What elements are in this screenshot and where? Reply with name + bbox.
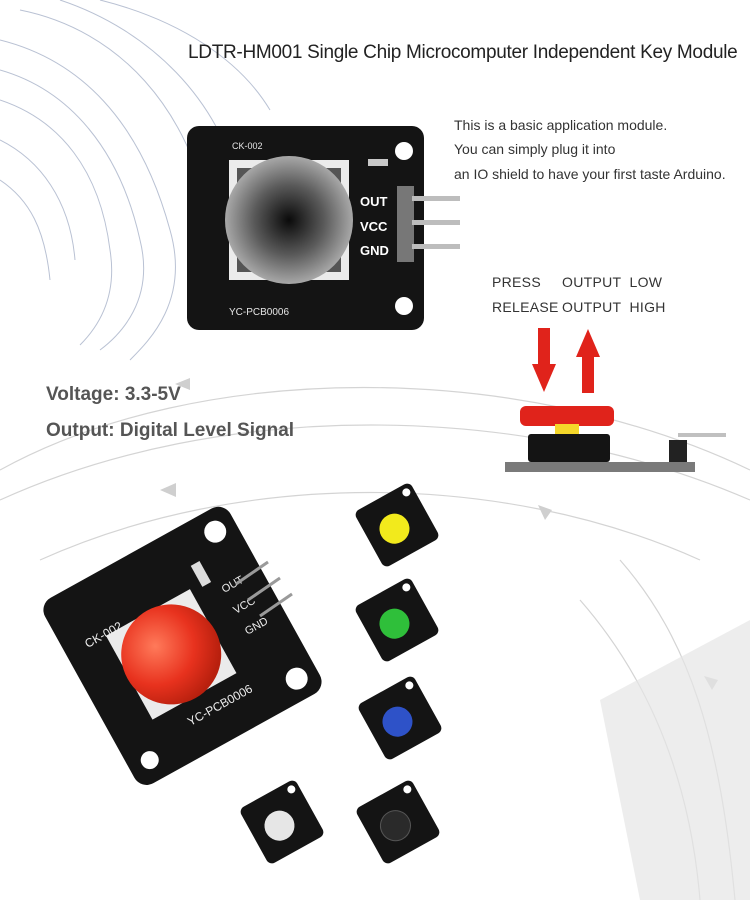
switch-diagram-icon	[505, 406, 726, 472]
top-board-pcb-label: YC-PCB0006	[229, 307, 289, 318]
top-board: CK-002 YC-PCB0006 OUT VCC GND	[187, 126, 460, 330]
variant-board-yellow	[355, 483, 439, 567]
release-label: RELEASE	[492, 299, 559, 315]
press-label: PRESS	[492, 274, 541, 290]
top-board-model-label: CK-002	[232, 141, 263, 151]
output-spec: Output: Digital Level Signal	[46, 420, 295, 441]
large-board: CK-002 YC-PCB0006 OUT VCC GND	[43, 506, 322, 785]
variant-board-blue	[358, 676, 442, 760]
background-grid	[600, 620, 750, 900]
top-board-pin-vcc: VCC	[360, 219, 388, 234]
top-board-pin-out: OUT	[360, 194, 388, 209]
variant-board-white	[240, 780, 324, 864]
description-line-3: an IO shield to have your first taste Ar…	[454, 166, 726, 182]
release-arrow-icon	[576, 329, 600, 393]
white-button-cap-icon	[264, 810, 295, 841]
variant-board-black	[356, 780, 440, 864]
description-line-2: You can simply plug it into	[454, 141, 616, 157]
top-board-pin-gnd: GND	[360, 243, 389, 258]
green-button-cap-icon	[379, 608, 410, 639]
page-title: LDTR-HM001 Single Chip Microcomputer Ind…	[188, 42, 738, 63]
variant-board-green	[355, 578, 439, 662]
description-line-1: This is a basic application module.	[454, 117, 668, 133]
red-button-cap-icon	[121, 604, 222, 705]
button-cap-icon	[225, 156, 353, 284]
press-arrow-icon	[532, 328, 556, 392]
yellow-button-cap-icon	[379, 513, 410, 544]
background-lines	[0, 0, 271, 361]
black-button-cap-icon	[379, 810, 411, 842]
blue-button-cap-icon	[382, 706, 413, 737]
voltage-spec: Voltage: 3.3-5V	[46, 384, 181, 405]
release-output-label: OUTPUT HIGH	[562, 299, 666, 315]
large-board-pins	[235, 560, 293, 618]
press-output-label: OUTPUT LOW	[562, 274, 663, 290]
